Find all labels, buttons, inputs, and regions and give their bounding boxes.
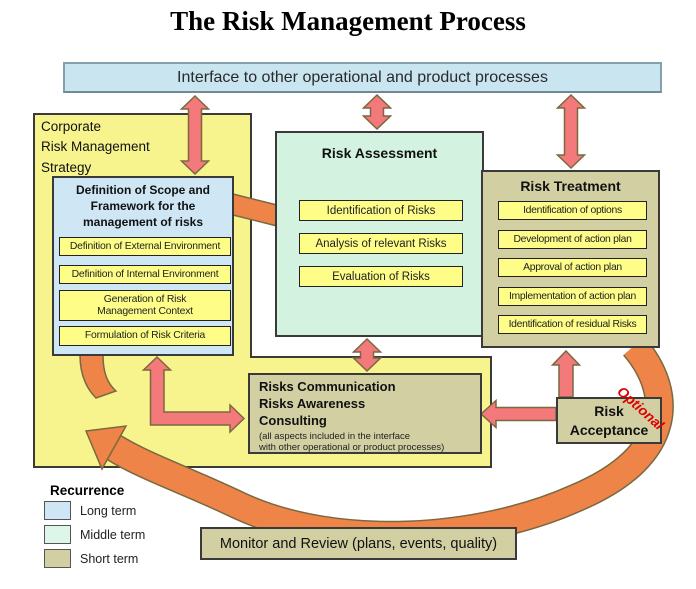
risk-acceptance-title: Risk Acceptance [569,403,649,438]
scope-item-risk-criteria: Formulation of Risk Criteria [59,326,231,346]
legend-swatch-long-term [44,501,71,520]
legend-item-long-term: Long term [44,501,145,520]
communication-line-1: Risks Communication [259,379,396,394]
legend-label-short-term: Short term [80,551,139,566]
recurrence-loop-arrowhead [84,425,128,471]
arrow-assessment-communication [351,337,383,373]
monitor-review-label: Monitor and Review (plans, events, quali… [219,535,498,552]
legend-label-long-term: Long term [80,503,137,518]
interface-bar: Interface to other operational and produ… [63,62,662,93]
risk-assessment-title: Risk Assessment [321,145,438,161]
treatment-item-residual-risks: Identification of residual Risks [498,315,647,334]
scope-item-risk-management-context: Generation of Risk Management Context [59,290,231,321]
risk-treatment-box: Risk Treatment Identification of options… [481,170,660,348]
monitor-review-bar: Monitor and Review (plans, events, quali… [200,527,517,560]
assessment-item-evaluation: Evaluation of Risks [299,266,463,287]
arrow-acceptance-treatment [550,349,582,398]
legend-item-middle-term: Middle term [44,525,146,544]
communication-line-2: Risks Awareness [259,395,366,411]
arrow-interface-strategy [179,94,211,176]
scope-box: Definition of Scope and Framework for th… [52,176,234,356]
legend: Recurrence Long term Middle term Short t… [44,483,145,574]
communication-box: Risks Communication Risks Awareness Cons… [248,373,482,454]
treatment-item-implementation: Implementation of action plan [498,287,647,306]
treatment-item-options: Identification of options [498,201,647,220]
treatment-item-approval: Approval of action plan [498,258,647,277]
scope-box-title: Definition of Scope and Framework for th… [76,183,210,230]
risk-acceptance-box: Risk Acceptance [556,397,662,444]
risk-treatment-title: Risk Treatment [520,178,621,194]
communication-note: (all aspects included in the interface w… [259,430,445,454]
legend-item-short-term: Short term [44,549,145,568]
scope-item-internal-environment: Definition of Internal Environment [59,265,231,284]
scope-item-external-environment: Definition of External Environment [59,237,231,256]
communication-line-3: Consulting [259,412,327,428]
arrow-acceptance-communication [479,398,557,430]
assessment-item-identification: Identification of Risks [299,200,463,221]
assessment-item-analysis: Analysis of relevant Risks [299,233,463,254]
legend-swatch-short-term [44,549,71,568]
treatment-item-development: Development of action plan [498,230,647,249]
page-title: The Risk Management Process [170,6,526,36]
connector-scope-to-assessment [228,192,278,227]
arrow-interface-treatment [555,93,587,170]
risk-assessment-box: Risk Assessment Identification of Risks … [275,131,484,337]
legend-label-middle-term: Middle term [80,527,146,542]
legend-swatch-middle-term [44,525,71,544]
strategy-box-title: Corporate Risk Management Strategy [41,119,150,175]
arrow-interface-assessment [361,93,393,131]
arrow-scope-communication-elbow [141,355,246,434]
interface-bar-label: Interface to other operational and produ… [177,68,548,86]
connector-scope-loop-stub [79,354,118,399]
legend-title: Recurrence [50,483,125,498]
